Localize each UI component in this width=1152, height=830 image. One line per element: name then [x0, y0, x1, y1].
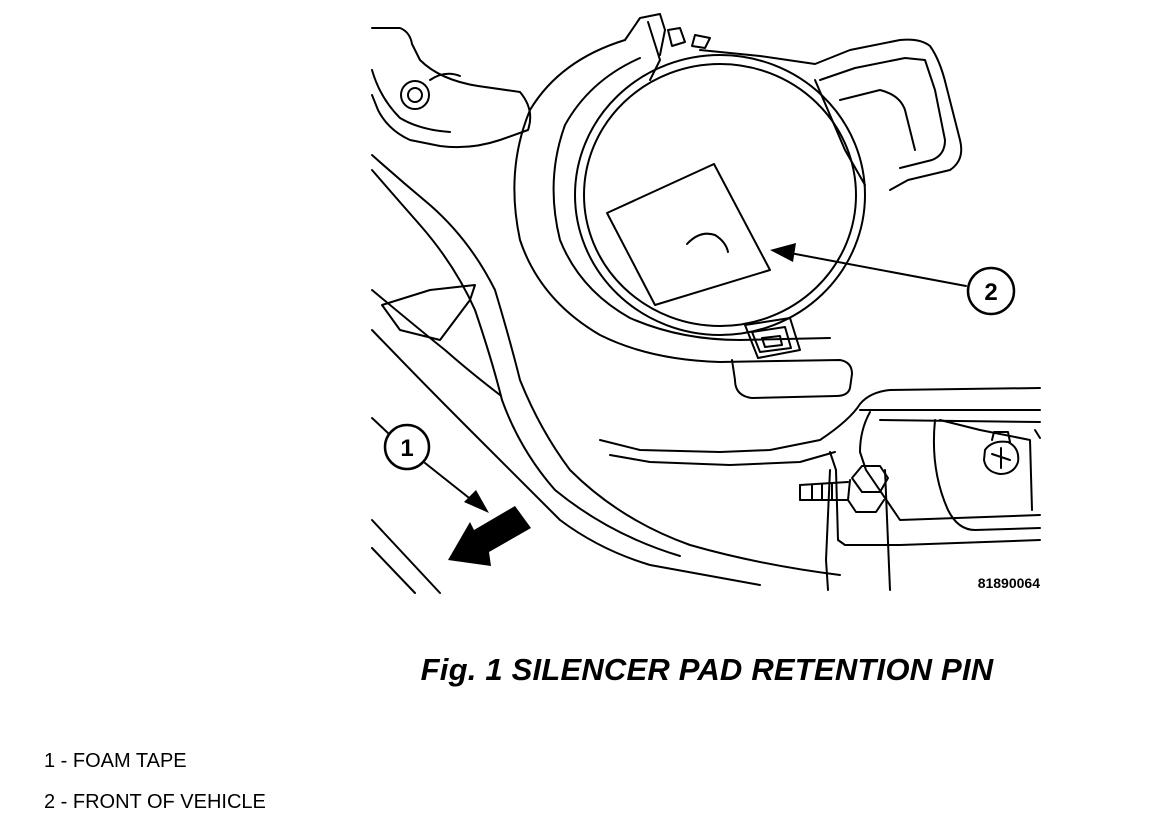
callout-1-number: 1 — [400, 435, 413, 462]
legend-item-foam-tape: 1 - FOAM TAPE — [44, 750, 187, 772]
circular-housing — [513, 13, 963, 399]
foam-tape-pad — [606, 163, 771, 306]
silencer-pad-illustration: 1 2 81890064 — [371, 13, 1041, 594]
upper-left-bracket — [371, 27, 532, 149]
legend-item-front-of-vehicle: 2 - FRONT OF VEHICLE — [44, 791, 266, 813]
front-of-vehicle-arrow — [448, 506, 531, 566]
callout-1-arrowhead — [464, 490, 489, 513]
callout-2-leader — [789, 252, 967, 287]
callout-2-arrowhead — [770, 243, 796, 262]
retention-pin-clip — [744, 317, 801, 359]
callout-1: 1 — [383, 423, 431, 471]
figure-id-label: 81890064 — [978, 575, 1041, 591]
panel-contours — [371, 154, 841, 594]
figure-caption: Fig. 1 SILENCER PAD RETENTION PIN — [420, 652, 994, 687]
callout-2: 2 — [966, 266, 1016, 316]
lower-bracket-assembly — [599, 387, 1041, 591]
callout-2-number: 2 — [984, 279, 997, 306]
